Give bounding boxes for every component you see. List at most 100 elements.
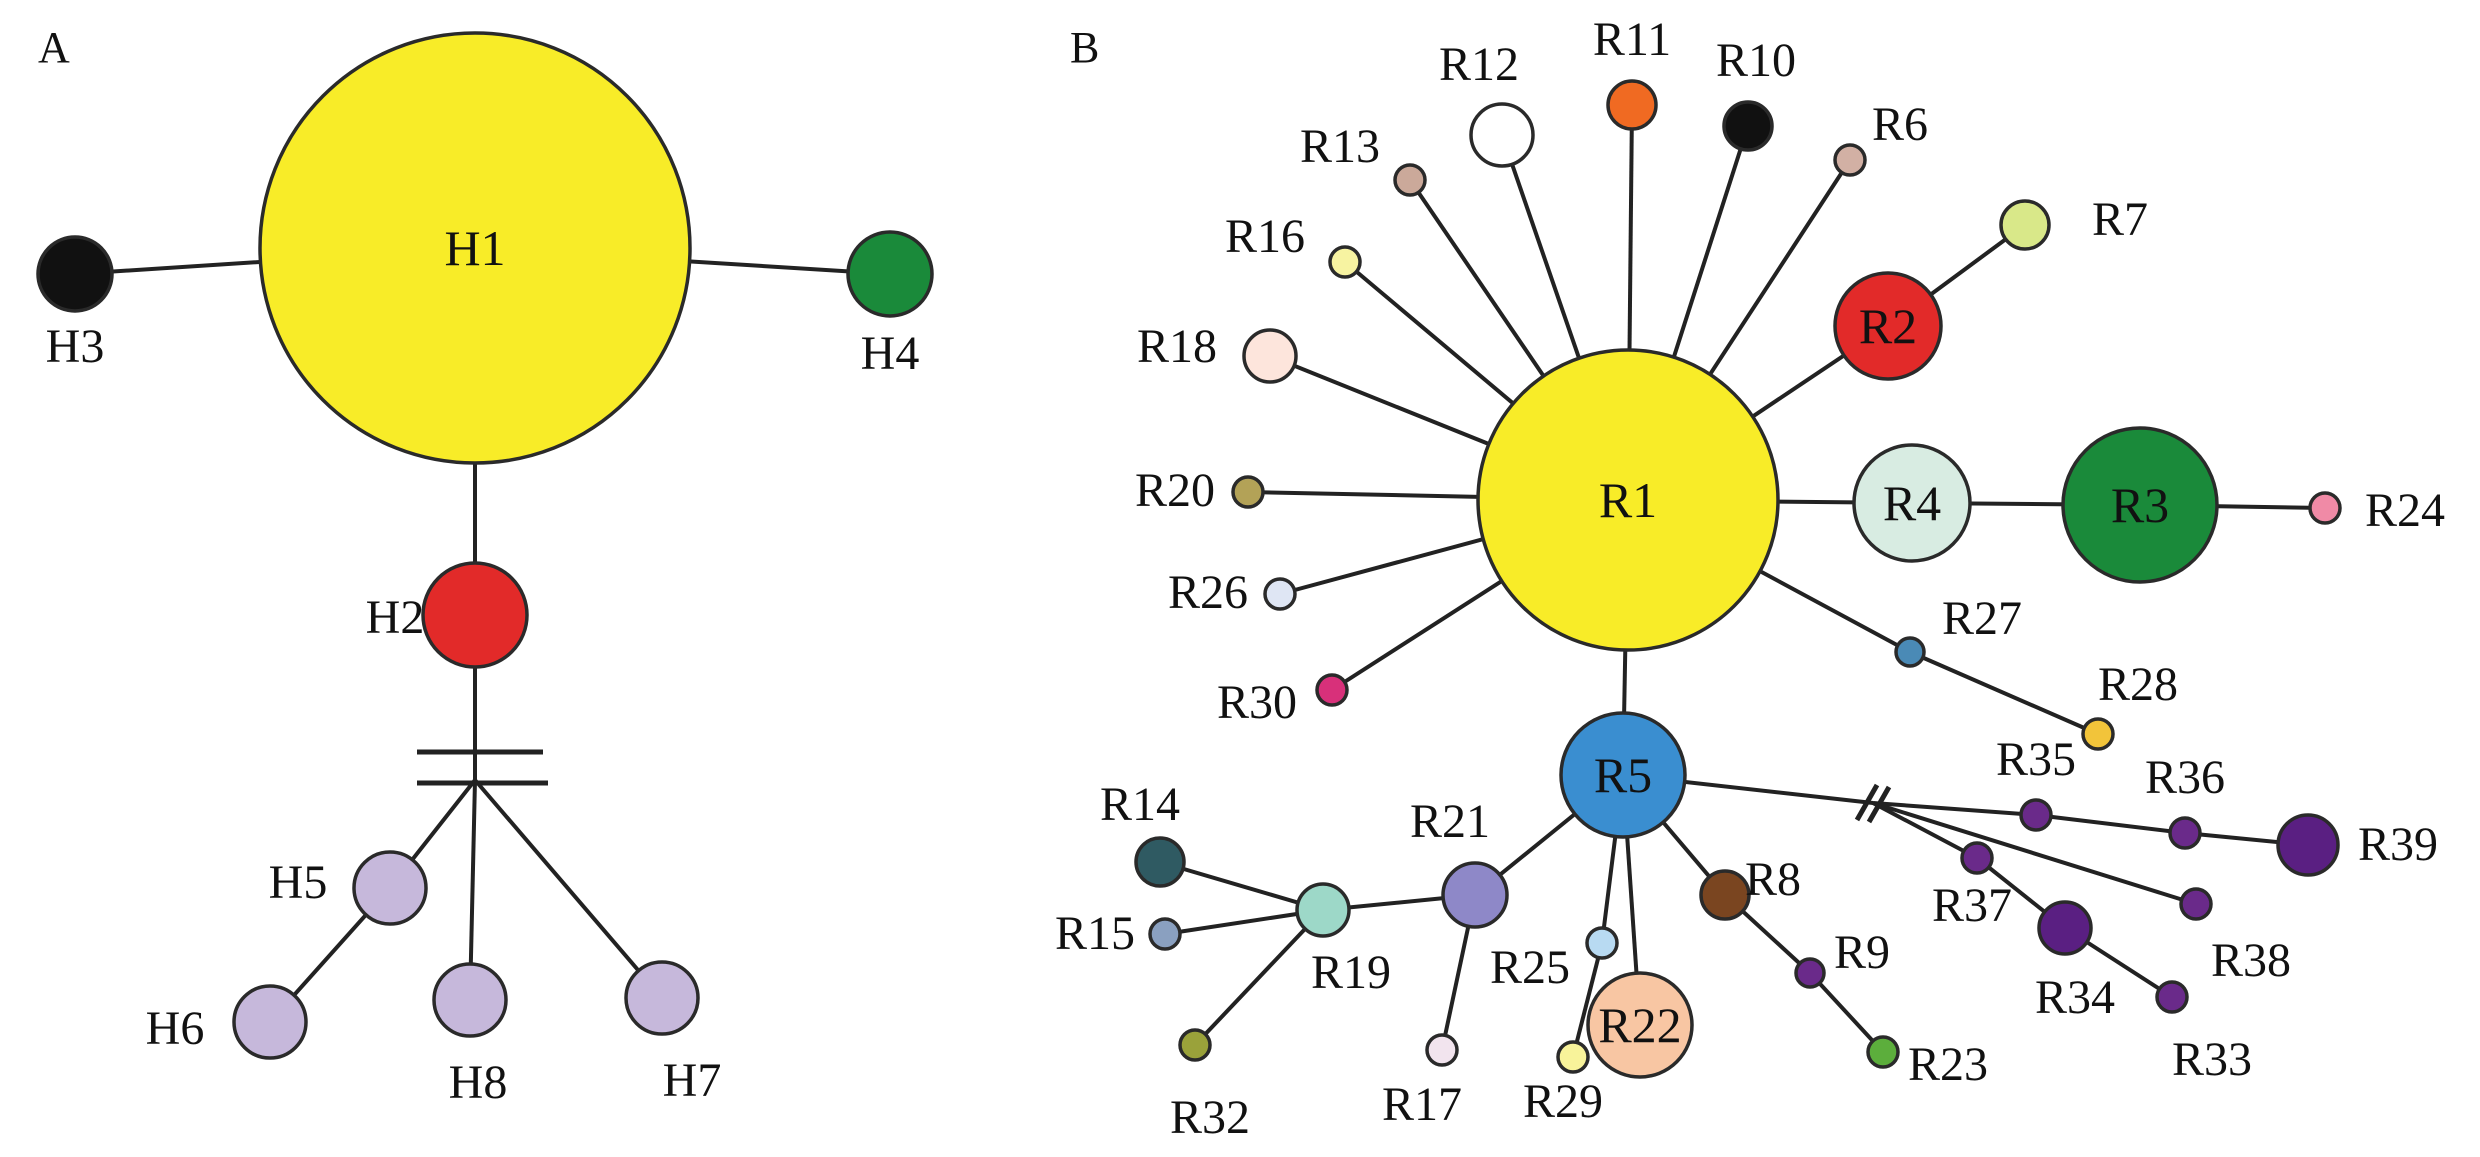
node-label-h1: H1 bbox=[444, 220, 505, 276]
panel-letter-a: A bbox=[38, 23, 70, 72]
node-r37 bbox=[1960, 841, 1994, 875]
node-label-r29: R29 bbox=[1523, 1075, 1603, 1128]
node-label-r21: R21 bbox=[1410, 795, 1490, 848]
node-h5 bbox=[352, 850, 428, 926]
network-nodes bbox=[36, 31, 2342, 1079]
node-r25 bbox=[1585, 926, 1619, 960]
node-r19 bbox=[1295, 882, 1351, 938]
node-r3 bbox=[2061, 426, 2219, 584]
node-r29 bbox=[1556, 1040, 1590, 1074]
edge-hub_a-h7 bbox=[473, 778, 664, 1000]
node-r27 bbox=[1894, 636, 1926, 668]
node-r16 bbox=[1328, 245, 1362, 279]
node-label-r35: R35 bbox=[1996, 733, 2076, 786]
node-r10 bbox=[1722, 100, 1774, 152]
node-label-r38: R38 bbox=[2211, 934, 2291, 987]
node-label-r36: R36 bbox=[2145, 751, 2225, 804]
node-label-r23: R23 bbox=[1908, 1038, 1988, 1091]
edge-r27-r28 bbox=[1909, 650, 2099, 736]
edge-r25-r29 bbox=[1571, 942, 1604, 1058]
edge-hub_b-r38 bbox=[1872, 801, 2197, 906]
node-label-r4: R4 bbox=[1883, 475, 1941, 531]
node-r38 bbox=[2179, 887, 2213, 921]
node-label-h7: H7 bbox=[663, 1054, 722, 1107]
node-label-h2: H2 bbox=[366, 591, 425, 644]
node-r30 bbox=[1315, 673, 1349, 707]
node-label-r6: R6 bbox=[1872, 98, 1928, 151]
node-r1 bbox=[1476, 348, 1780, 652]
node-label-r19: R19 bbox=[1311, 946, 1391, 999]
node-label-r39: R39 bbox=[2358, 818, 2438, 871]
break-mark-b-1 bbox=[1854, 783, 1880, 822]
node-label-r15: R15 bbox=[1055, 907, 1135, 960]
node-r8 bbox=[1699, 869, 1751, 921]
edge-r9-r23 bbox=[1808, 971, 1885, 1054]
edge-r19-r32 bbox=[1193, 908, 1325, 1047]
node-h3 bbox=[36, 235, 114, 313]
node-label-r22: R22 bbox=[1598, 997, 1681, 1053]
node-h1 bbox=[258, 31, 692, 465]
node-r20 bbox=[1231, 475, 1265, 509]
node-label-r7: R7 bbox=[2092, 193, 2148, 246]
node-label-r32: R32 bbox=[1170, 1091, 1250, 1144]
node-label-r3: R3 bbox=[2111, 477, 2169, 533]
node-r28 bbox=[2081, 717, 2115, 751]
node-label-h4: H4 bbox=[861, 327, 920, 380]
node-label-r26: R26 bbox=[1168, 566, 1248, 619]
panel-letter-b: B bbox=[1070, 23, 1099, 72]
break-mark-b-2 bbox=[1866, 785, 1892, 824]
node-label-h8: H8 bbox=[449, 1056, 508, 1109]
node-label-h3: H3 bbox=[46, 320, 105, 373]
edge-hub_b-r35 bbox=[1872, 801, 2037, 817]
node-h7 bbox=[624, 960, 700, 1036]
node-r14 bbox=[1134, 836, 1186, 888]
node-r4 bbox=[1852, 443, 1972, 563]
node-label-r1: R1 bbox=[1599, 472, 1657, 528]
node-r33 bbox=[2155, 980, 2189, 1014]
node-label-r20: R20 bbox=[1135, 464, 1215, 517]
node-label-r28: R28 bbox=[2098, 658, 2178, 711]
node-r22 bbox=[1586, 971, 1694, 1079]
node-label-r33: R33 bbox=[2172, 1033, 2252, 1086]
node-r35 bbox=[2019, 798, 2053, 832]
node-r6 bbox=[1833, 143, 1867, 177]
node-label-r16: R16 bbox=[1225, 210, 1305, 263]
node-r24 bbox=[2308, 491, 2342, 525]
node-label-r34: R34 bbox=[2035, 971, 2115, 1024]
node-label-h5: H5 bbox=[269, 856, 328, 909]
node-r23 bbox=[1866, 1035, 1900, 1069]
edge-r19-r14 bbox=[1159, 860, 1324, 912]
node-r2 bbox=[1833, 271, 1943, 381]
node-r5 bbox=[1559, 711, 1687, 839]
node-r11 bbox=[1606, 79, 1658, 131]
node-h2 bbox=[421, 561, 529, 669]
node-label-r18: R18 bbox=[1137, 320, 1217, 373]
node-r39 bbox=[2276, 813, 2340, 877]
node-label-r30: R30 bbox=[1217, 676, 1297, 729]
node-r15 bbox=[1148, 917, 1182, 951]
node-h4 bbox=[846, 230, 934, 318]
node-r34 bbox=[2037, 900, 2093, 956]
node-r7 bbox=[1999, 199, 2051, 251]
node-r12 bbox=[1469, 102, 1535, 168]
node-label-r24: R24 bbox=[2365, 484, 2445, 537]
node-label-r37: R37 bbox=[1932, 879, 2012, 932]
edge-r35-r36 bbox=[2035, 813, 2186, 835]
node-label-h6: H6 bbox=[146, 1002, 205, 1055]
node-r17 bbox=[1425, 1033, 1459, 1067]
edge-break-marks bbox=[417, 749, 1892, 824]
node-r21 bbox=[1441, 861, 1509, 929]
node-r13 bbox=[1393, 163, 1427, 197]
node-label-r25: R25 bbox=[1490, 941, 1570, 994]
node-r18 bbox=[1242, 328, 1298, 384]
node-r32 bbox=[1178, 1028, 1212, 1062]
node-label-r13: R13 bbox=[1300, 120, 1380, 173]
node-label-r10: R10 bbox=[1716, 34, 1796, 87]
edge-hub_b-r37 bbox=[1872, 801, 1978, 860]
node-r36 bbox=[2168, 816, 2202, 850]
node-label-r11: R11 bbox=[1593, 13, 1671, 66]
node-label-r27: R27 bbox=[1942, 592, 2022, 645]
node-label-r9: R9 bbox=[1834, 926, 1890, 979]
